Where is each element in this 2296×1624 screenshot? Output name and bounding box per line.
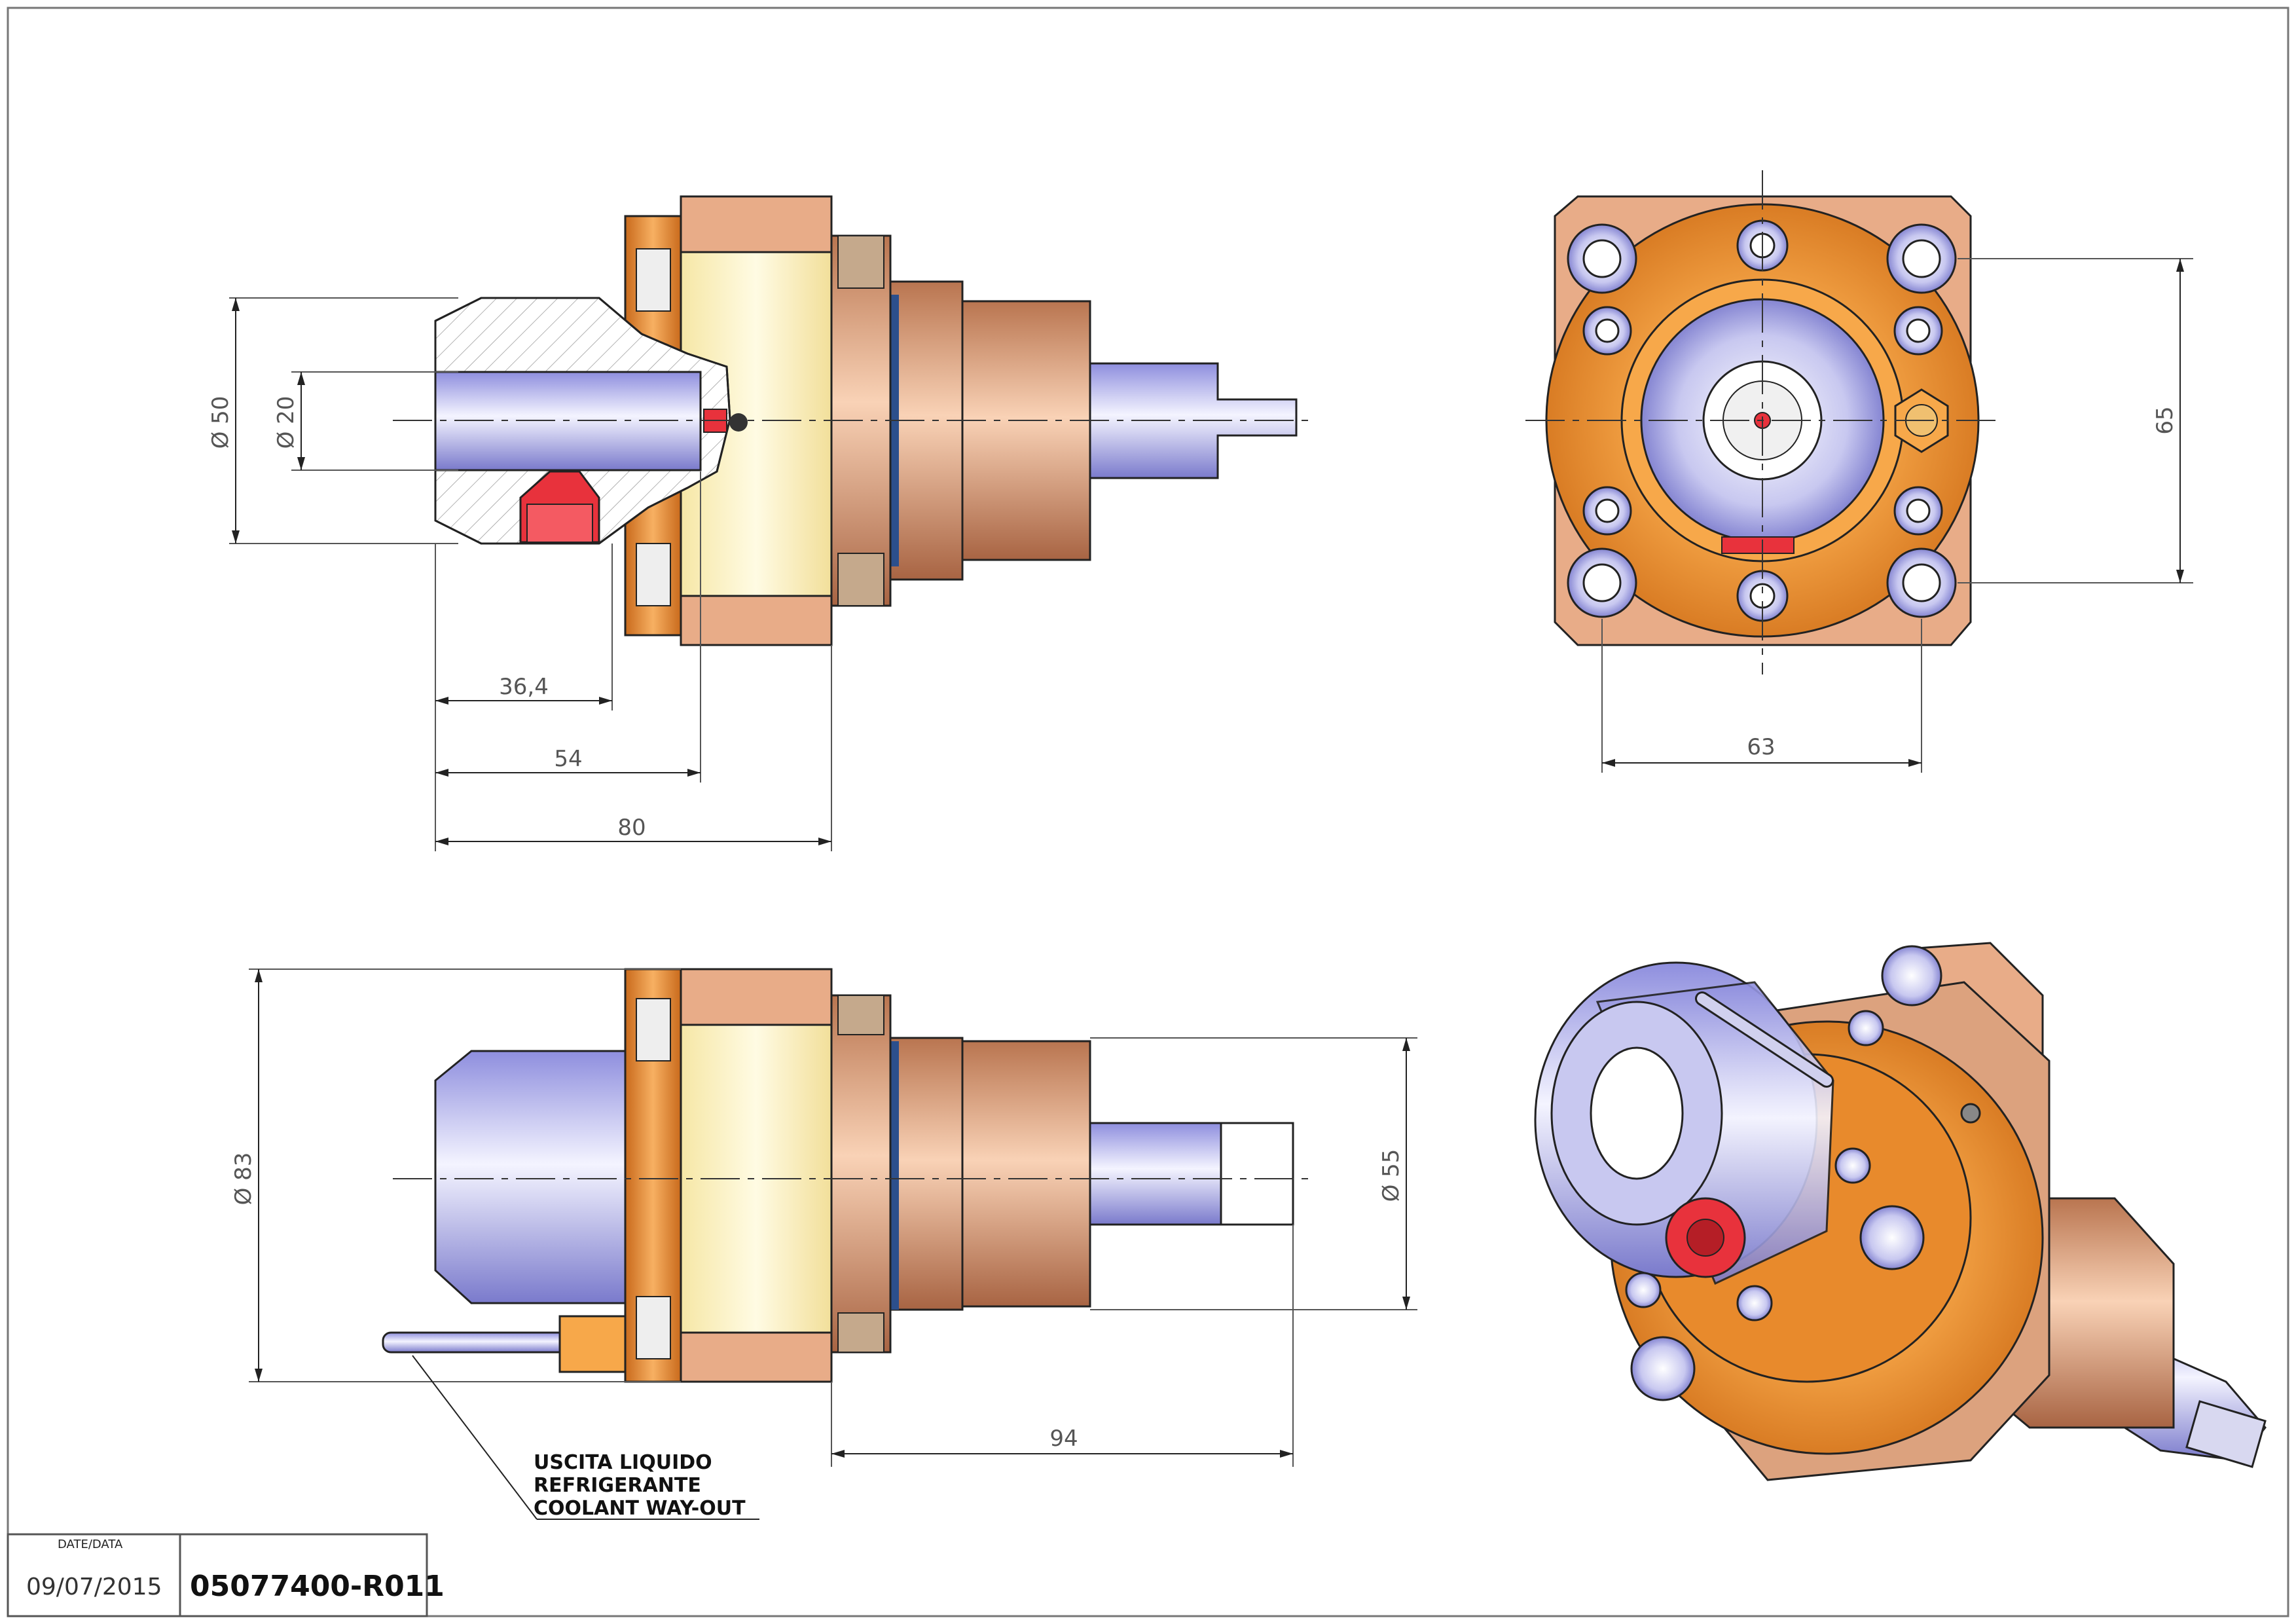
note-line-3: COOLANT WAY-OUT <box>534 1497 746 1520</box>
end-view-dimensions: 65 63 <box>1601 258 2193 773</box>
end-view <box>1525 170 2003 674</box>
dim-dia-83: Ø 83 <box>230 1153 257 1206</box>
front-section-view <box>393 195 1313 646</box>
sheet-border <box>7 7 2289 1617</box>
dim-36-4: 36,4 <box>499 674 549 700</box>
drawing-date: 09/07/2015 <box>26 1574 162 1600</box>
date-label: DATE/DATA <box>58 1538 123 1551</box>
dim-80: 80 <box>617 815 646 841</box>
dim-94: 94 <box>1049 1426 1078 1452</box>
dim-65: 65 <box>2152 406 2178 434</box>
dim-dia-20: Ø 20 <box>273 396 299 449</box>
front-view-dimensions: Ø 50 Ø 20 36,4 54 80 <box>208 297 832 851</box>
note-line-1: USCITA LIQUIDO <box>534 1451 712 1474</box>
dim-54: 54 <box>554 746 582 772</box>
dim-dia-55: Ø 55 <box>1378 1149 1404 1202</box>
title-block: DATE/DATA 09/07/2015 05077400-R011 <box>7 1533 445 1617</box>
note-line-2: REFRIGERANTE <box>534 1474 701 1497</box>
side-view <box>382 968 1316 1383</box>
dim-63: 63 <box>1747 734 1775 760</box>
drawing-code: 05077400-R011 <box>190 1570 445 1603</box>
coolant-note: USCITA LIQUIDO REFRIGERANTE COOLANT WAY-… <box>534 1451 746 1520</box>
dim-dia-50: Ø 50 <box>208 396 234 449</box>
side-view-dimensions: Ø 83 Ø 55 94 <box>230 969 1417 1520</box>
isometric-view <box>1534 942 2267 1481</box>
